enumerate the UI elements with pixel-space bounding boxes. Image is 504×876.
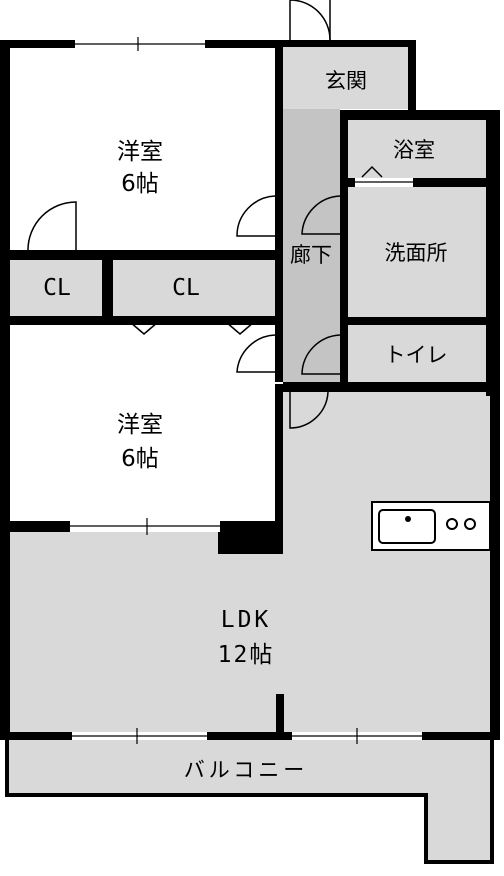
closet-left-label: CL: [43, 275, 71, 301]
closet-door: [129, 321, 159, 335]
wall: [275, 384, 283, 554]
washroom-label: 洗面所: [385, 241, 448, 265]
corridor-label: 廊下: [290, 243, 332, 267]
bedroom-bottom-floor: [10, 325, 275, 521]
wall: [486, 110, 500, 396]
entrance-label: 玄関: [325, 69, 367, 93]
front-door: [289, 0, 331, 41]
closet-left-floor: [10, 260, 102, 316]
wall: [490, 390, 500, 740]
entrance-floor: [283, 47, 410, 109]
closet-door: [225, 321, 255, 335]
bathroom-label: 浴室: [393, 138, 435, 162]
window: [292, 728, 422, 744]
wall: [0, 732, 500, 740]
window: [75, 37, 205, 51]
drain-icon: [405, 516, 411, 522]
stove-burner-icon: [464, 518, 476, 530]
door: [236, 195, 276, 237]
wall: [0, 40, 10, 532]
bedroom-bottom-name: 洋室: [117, 412, 163, 438]
wall: [0, 316, 283, 325]
closet-right-label: CL: [172, 275, 200, 301]
ldk-floor: [10, 392, 490, 732]
balcony-floor: [8, 740, 490, 862]
closet-right-floor: [113, 260, 275, 316]
corridor-floor: [283, 109, 340, 384]
door: [236, 334, 276, 373]
wall: [102, 258, 113, 318]
door: [27, 201, 77, 251]
bedroom-bottom-size: 6帖: [121, 446, 159, 472]
ldk-size: 12帖: [218, 642, 275, 668]
ldk-name: LDK: [221, 607, 272, 633]
toilet-label: トイレ: [385, 343, 448, 367]
wall: [340, 110, 500, 120]
wall: [0, 250, 283, 260]
door: [289, 391, 329, 429]
wall: [340, 178, 500, 187]
wall: [283, 40, 410, 47]
wall: [0, 532, 10, 740]
wall: [283, 382, 500, 392]
toilet-floor: [348, 325, 486, 382]
wall: [340, 110, 348, 390]
wall: [275, 40, 283, 382]
bath-door: [361, 165, 383, 178]
door: [301, 334, 341, 375]
washroom-floor: [348, 187, 486, 317]
wall: [408, 40, 416, 110]
wall: [276, 694, 284, 734]
door: [301, 195, 341, 235]
bedroom-top-floor: [10, 47, 275, 250]
bedroom-top-name: 洋室: [117, 139, 163, 165]
bedroom-top-size: 6帖: [121, 171, 159, 197]
wall: [340, 317, 500, 325]
window: [72, 728, 207, 744]
window: [355, 178, 413, 187]
pillar: [218, 521, 283, 554]
stove-burner-icon: [446, 518, 458, 530]
balcony-label: バルコニー: [184, 758, 309, 782]
window: [70, 518, 220, 535]
sink-icon: [378, 509, 436, 544]
